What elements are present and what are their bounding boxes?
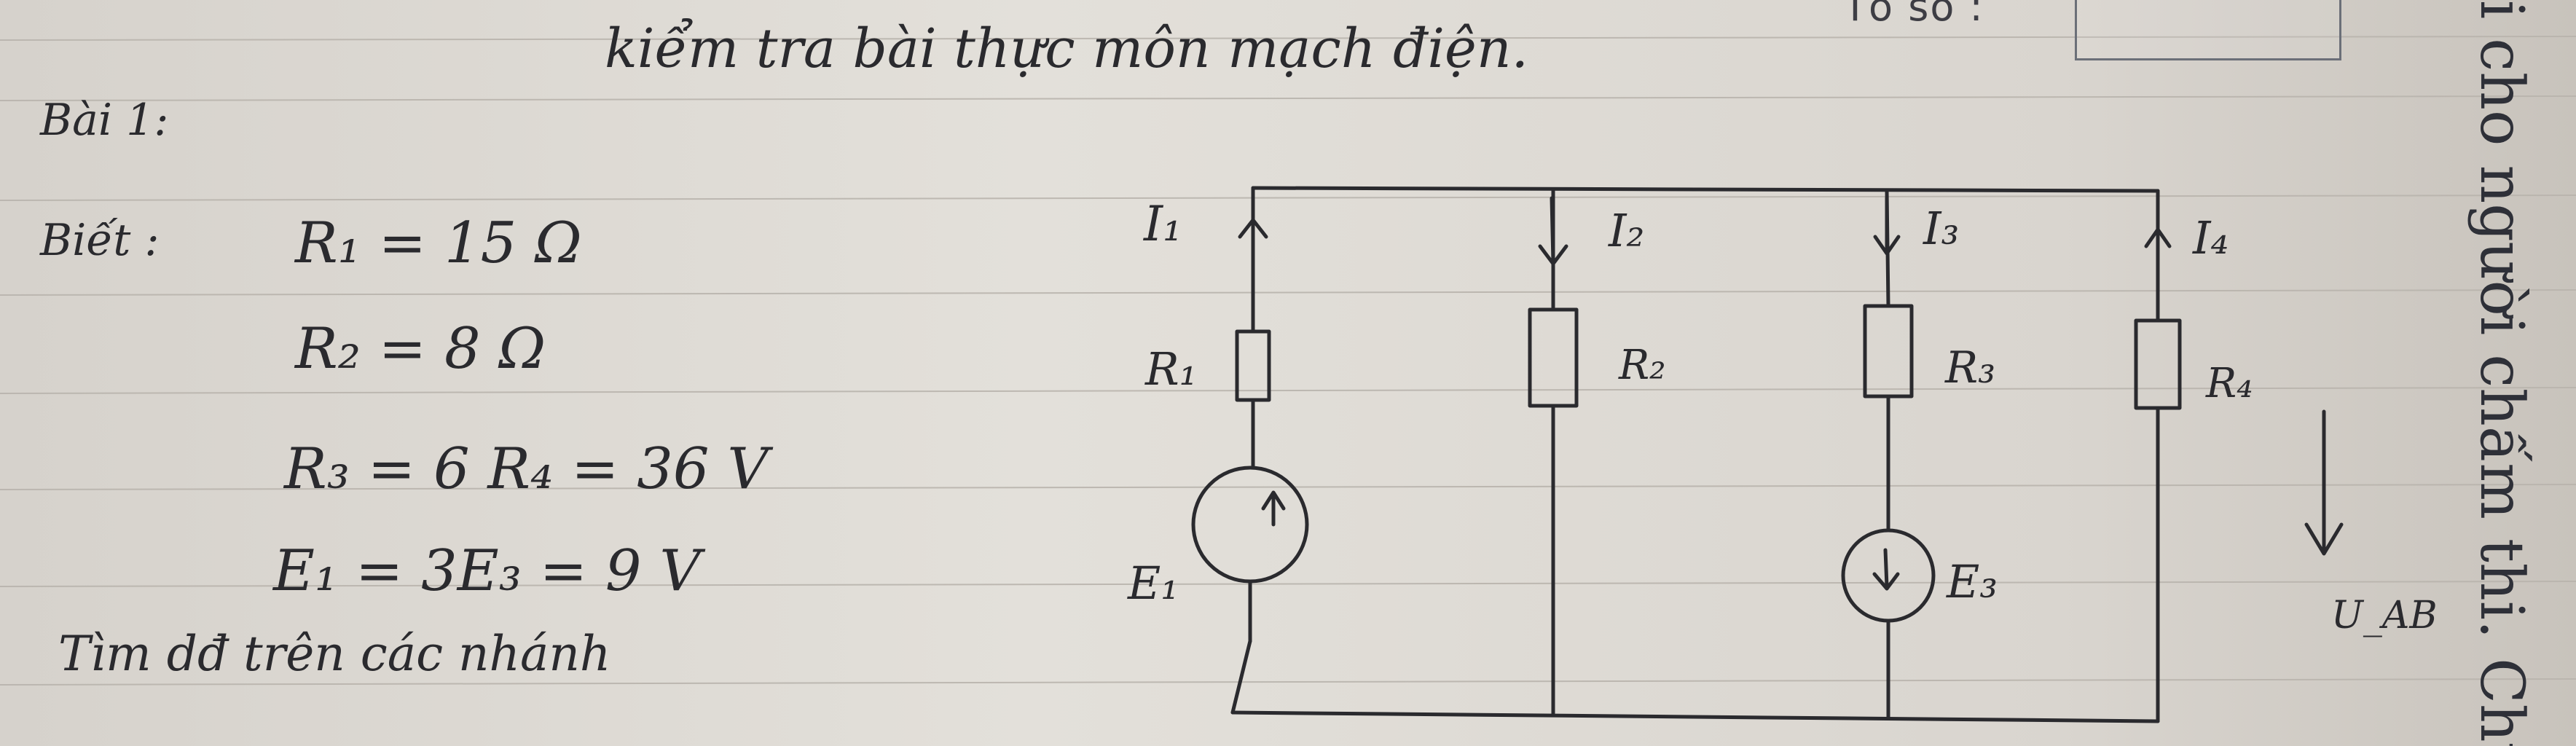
problem-task: Tìm dđ trên các nhánh — [58, 626, 611, 682]
problem-heading: Bài 1: — [40, 95, 169, 146]
score-box — [2075, 0, 2341, 60]
label-r1: R₁ — [1144, 342, 1198, 396]
top-rail — [1251, 186, 2160, 193]
resistor-r4 — [2134, 318, 2182, 410]
label-r3: R₃ — [1944, 342, 1995, 393]
arrow-i3 — [1873, 196, 1901, 256]
arrow-e3 — [1872, 548, 1900, 591]
side-instruction-text: i cho người chấm thi. Chủ — [2467, 0, 2536, 746]
given-line-r2: R₂ = 8 Ω — [295, 316, 546, 382]
arrow-i1 — [1238, 218, 1268, 250]
given-line-r3: R₃ = 6 R₄ = 36 V — [284, 436, 769, 502]
arrow-i2 — [1538, 196, 1568, 266]
given-line-e1: E₁ = 3E₃ = 9 V — [273, 538, 701, 604]
resistor-r1 — [1235, 329, 1271, 402]
resistor-r3 — [1863, 304, 1914, 398]
label-i4: I₄ — [2192, 211, 2229, 264]
label-i2: I₂ — [1608, 204, 1644, 257]
source-e1-circle — [1191, 466, 1309, 584]
resistor-r2 — [1528, 307, 1579, 408]
given-line-r1: R₁ = 15 Ω — [295, 211, 582, 276]
arrow-e1 — [1261, 490, 1286, 527]
label-r4: R₄ — [2205, 360, 2253, 407]
given-label: Biết : — [40, 215, 160, 266]
source-e3-circle — [1841, 528, 1936, 623]
label-e1: E₁ — [1127, 557, 1179, 610]
group-number-label: Tổ số : — [1843, 0, 1984, 30]
page-title: kiểm tra bài thực môn mạch điện. — [605, 17, 1529, 80]
bottom-rail — [1230, 710, 2160, 723]
label-i1: I₁ — [1143, 196, 1182, 252]
label-i3: I₃ — [1923, 202, 1959, 255]
label-r2: R₂ — [1618, 342, 1666, 389]
label-e3: E₃ — [1946, 555, 1998, 608]
voltage-arrow — [2304, 409, 2344, 556]
arrow-i4 — [2144, 227, 2172, 261]
label-uab: U_AB — [2331, 594, 2438, 637]
